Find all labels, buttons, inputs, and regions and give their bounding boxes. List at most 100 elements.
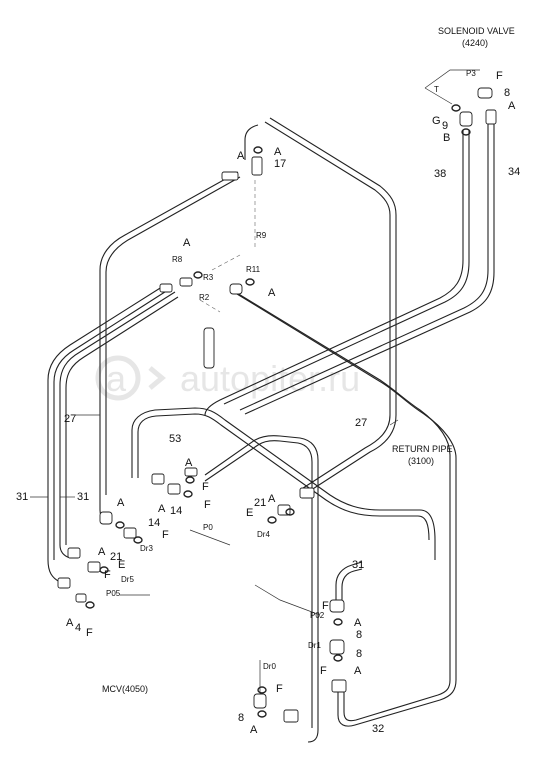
fitting-r2 <box>229 283 243 295</box>
labels: SOLENOID VALVE (4240) P3 F 8 T A G 9 B 3… <box>16 26 520 736</box>
label-31-a: 31 <box>16 491 28 503</box>
label-p05: P05 <box>106 589 121 598</box>
label-e-dr4: E <box>246 507 253 519</box>
label-53: 53 <box>169 433 181 445</box>
fitting-solenoid-b <box>459 111 473 127</box>
label-21-dr4: 21 <box>254 497 266 509</box>
label-g: G <box>432 115 441 127</box>
label-r11: R11 <box>246 265 261 274</box>
label-f-p02: F <box>322 600 329 612</box>
label-t: T <box>434 85 439 94</box>
label-8-dr1: 8 <box>356 648 362 660</box>
label-r2: R2 <box>199 293 210 302</box>
label-27-left: 27 <box>64 413 76 425</box>
label-p02: P02 <box>310 611 325 620</box>
label-34: 34 <box>508 166 520 178</box>
hose-17-line <box>99 171 241 495</box>
label-dr3: Dr3 <box>140 544 153 553</box>
label-9: 9 <box>442 120 448 132</box>
hose-r2-diagonal <box>231 289 457 620</box>
return-title: RETURN PIPE <box>392 444 453 454</box>
hose-return-pipe <box>204 435 319 743</box>
label-p0: P0 <box>203 523 213 532</box>
label-f-dr0: F <box>276 683 283 695</box>
label-f-top: F <box>496 70 503 82</box>
label-a-r11: A <box>268 287 276 299</box>
fitting-dr5 <box>87 561 101 573</box>
fitting-53-right <box>184 467 198 477</box>
label-dr4: Dr4 <box>257 530 270 539</box>
label-a-top: A <box>508 100 516 112</box>
label-8-p02: 8 <box>356 629 362 641</box>
label-dr1: Dr1 <box>308 641 321 650</box>
fittings <box>57 87 497 723</box>
label-17: 17 <box>274 158 286 170</box>
label-a-dr1: A <box>354 665 362 677</box>
label-a-21: A <box>98 546 106 558</box>
label-27-right: 27 <box>355 417 367 429</box>
fitting-solenoid-a <box>485 109 497 125</box>
label-dr5: Dr5 <box>121 575 134 584</box>
label-f-14: F <box>204 499 211 511</box>
label-21: 21 <box>110 551 122 563</box>
label-32: 32 <box>372 723 384 735</box>
label-b: B <box>443 132 450 144</box>
label-a-dr4: A <box>268 493 276 505</box>
fitting-solenoid-p3 <box>477 87 493 99</box>
label-a-14-right: A <box>158 503 166 515</box>
label-r3: R3 <box>203 273 214 282</box>
fitting-14 <box>167 483 181 495</box>
fitting-return-bottom <box>283 709 299 723</box>
hose-31-right <box>335 561 363 605</box>
label-a-4: A <box>66 617 74 629</box>
hose-mcv-bottom <box>47 495 113 583</box>
fitting-r8 <box>159 283 173 293</box>
label-f-4: F <box>86 627 93 639</box>
label-8-dr0: 8 <box>238 712 244 724</box>
fitting-4 <box>57 577 71 589</box>
leader-lines <box>30 69 480 695</box>
fitting-32-end <box>331 679 347 693</box>
label-r9: R9 <box>256 231 267 240</box>
label-14b: 14 <box>148 517 160 529</box>
fitting-return-end <box>299 487 315 499</box>
label-a-17-right: A <box>274 146 282 158</box>
label-a-p02: A <box>354 617 362 629</box>
label-31-b: 31 <box>77 491 89 503</box>
label-8-top: 8 <box>504 87 510 99</box>
label-a-14-left: A <box>117 497 125 509</box>
fitting-elbow-left <box>99 511 113 525</box>
fitting-dr3 <box>123 527 137 539</box>
label-4: 4 <box>75 622 81 634</box>
hose-32 <box>337 620 457 727</box>
solenoid-title: SOLENOID VALVE <box>438 26 515 36</box>
watermark-glyph: a <box>106 358 127 399</box>
hose-34 <box>239 120 495 415</box>
label-a-r8: A <box>183 237 191 249</box>
label-f-dr1: F <box>320 665 327 677</box>
solenoid-code: (4240) <box>462 38 488 48</box>
fitting-21 <box>67 547 81 559</box>
label-14a: 14 <box>170 505 182 517</box>
label-f-14b: F <box>162 529 169 541</box>
fitting-dr4 <box>277 504 291 516</box>
fitting-tee-17 <box>251 156 263 176</box>
label-a-17-left: A <box>237 150 245 162</box>
label-dr0: Dr0 <box>263 662 276 671</box>
fitting-dr1 <box>329 639 345 655</box>
label-p3: P3 <box>466 69 476 78</box>
label-a-dr0: A <box>250 724 258 736</box>
o-rings <box>85 104 471 718</box>
fitting-hose-end-vertical <box>203 327 215 369</box>
label-31-c: 31 <box>352 559 364 571</box>
fitting-p02 <box>329 599 345 613</box>
fitting-dr0 <box>253 693 267 709</box>
label-f-53: F <box>202 481 209 493</box>
fitting-p05 <box>75 593 87 603</box>
return-code: (3100) <box>408 456 434 466</box>
hose-27-left <box>244 117 397 495</box>
label-38: 38 <box>434 168 446 180</box>
fitting-r3 <box>179 277 193 287</box>
